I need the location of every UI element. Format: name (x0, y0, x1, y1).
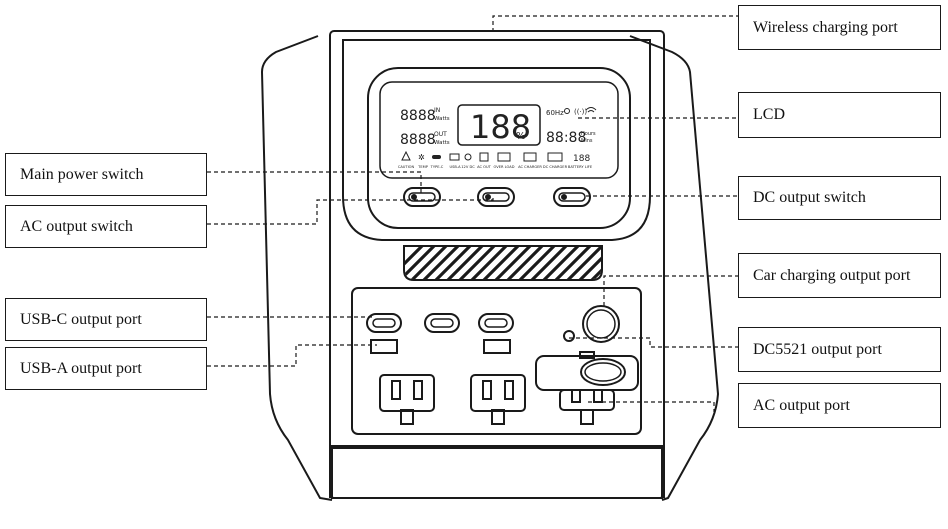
label-main-power-switch: Main power switch (5, 153, 207, 196)
usb-a-port-1 (370, 339, 398, 354)
leader-ac-switch (207, 196, 494, 225)
battery-life-digits: 188 (573, 154, 590, 164)
main-power-switch (403, 187, 441, 207)
ac-outlet-2 (470, 374, 526, 425)
out-watts-unit: Watts (434, 140, 450, 146)
usb-a-port-2 (483, 339, 511, 354)
out-label: OUT (434, 131, 447, 138)
percent-box (457, 104, 541, 146)
indicator-label: DC CHARGER (543, 165, 568, 169)
usb-c-port-2 (424, 313, 460, 333)
frequency: 60Hz (546, 109, 564, 117)
dc-icon (464, 153, 472, 161)
ac-outlet-3 (559, 389, 615, 425)
port-panel (351, 287, 642, 435)
percent-sign: % (516, 131, 526, 142)
label-lcd: LCD (738, 92, 941, 138)
overload-icon (497, 152, 511, 162)
indicator-label: CAUTION (398, 165, 415, 169)
leader-wireless (492, 15, 738, 32)
out-watts-digits: 8888 (400, 132, 436, 148)
label-wireless-charging-port: Wireless charging port (738, 5, 941, 50)
time-digits: 88:88 (546, 130, 586, 146)
leader-lines (207, 15, 738, 412)
display-bezel (342, 39, 651, 241)
label-usb-a-output-port: USB-A output port (5, 347, 207, 390)
in-watts-unit: Watts (434, 116, 450, 122)
ac-out-icon (479, 152, 489, 162)
percent-readout: 188 (470, 108, 531, 146)
vent-grille (403, 245, 603, 281)
in-label: IN (434, 107, 440, 114)
left-side-panel (260, 35, 333, 501)
leader-main-power (207, 171, 422, 196)
leader-dc5521 (569, 337, 738, 348)
indicator-label: USB-A (449, 165, 461, 169)
label-usb-c-output-port: USB-C output port (5, 298, 207, 341)
signal-icon: ((·)) (574, 108, 587, 116)
right-side-panel (629, 35, 720, 501)
ac-outlet-cover (535, 351, 639, 391)
indicator-label: TEMP (417, 165, 429, 169)
ac-output-switch (477, 187, 515, 207)
lcd-screen (379, 81, 619, 179)
label-ac-output-port: AC output port (738, 383, 941, 428)
type-c-icon (432, 155, 441, 159)
car-charging-port (582, 305, 620, 343)
dc-charger-icon (547, 152, 563, 162)
indicator-label: 12V DC (461, 165, 475, 169)
label-ac-output-switch: AC output switch (5, 205, 207, 248)
ac-outlet-1 (379, 374, 435, 425)
dc5521-port (563, 330, 575, 342)
base (331, 447, 663, 499)
indicator-label: TYPE-C (430, 165, 444, 169)
dc-output-switch (553, 187, 591, 207)
leader-ac-port (588, 401, 715, 412)
leader-car (603, 275, 738, 306)
label-dc5521-output-port: DC5521 output port (738, 327, 941, 372)
indicator-label: AC OUT (477, 165, 492, 169)
leader-usb-a (207, 344, 377, 367)
usb-c-port-3 (478, 313, 514, 333)
vent-hatching (405, 247, 601, 279)
usb-a-icon (449, 153, 460, 161)
indicator-label: OVER LOAD (494, 165, 515, 169)
temp-icon: ✲ (418, 153, 425, 162)
lcd-content: 188 % 8888 IN Watts 8888 OUT Watts 60Hz … (398, 104, 597, 169)
lcd-frame (367, 67, 631, 229)
ac-charger-icon (523, 152, 537, 162)
indicator-label: AC CHARGER (518, 165, 542, 169)
label-car-charging-output-port: Car charging output port (738, 253, 941, 298)
indicator-icons: ✲ 188 (401, 150, 590, 164)
in-watts-digits: 8888 (400, 108, 436, 124)
wifi-icon (585, 107, 597, 113)
label-dc-output-switch: DC output switch (738, 176, 941, 220)
caution-icon (401, 150, 411, 161)
usb-c-port-1 (366, 313, 402, 333)
hours-unit: Hours (581, 131, 596, 137)
mins-unit: Mins (581, 138, 593, 144)
indicator-label: BATTERY LIFE (568, 165, 593, 169)
